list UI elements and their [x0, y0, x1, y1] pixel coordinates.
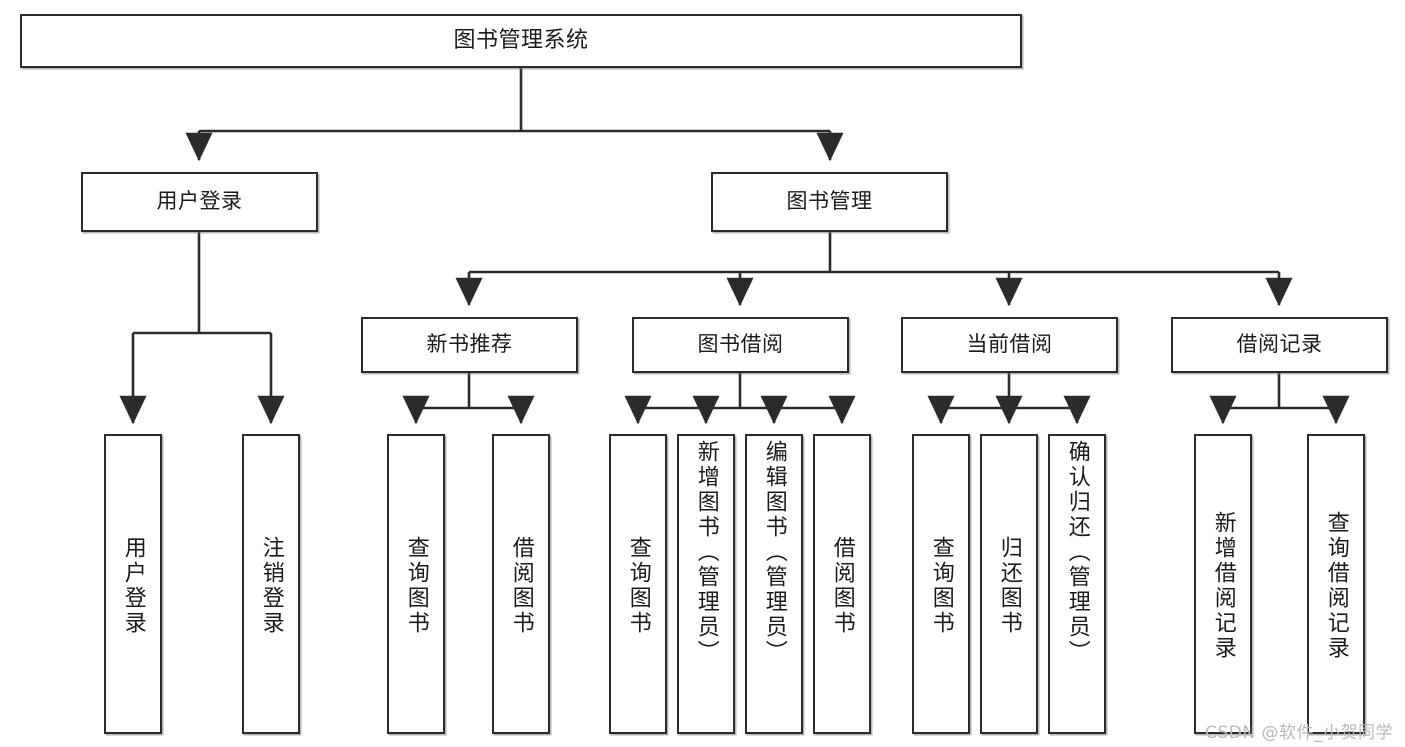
- leaf-label: 查询图书: [928, 536, 954, 636]
- leaf-label: 新增借阅记录: [1210, 511, 1236, 661]
- leaf-label: 借阅图书: [508, 536, 534, 636]
- leaf-edit-book-admin[interactable]: 编辑图书（管理员）: [745, 434, 803, 734]
- node-label: 图书管理系统: [453, 27, 589, 53]
- leaf-add-book-admin[interactable]: 新增图书（管理员）: [677, 434, 735, 734]
- node-book-borrow[interactable]: 图书借阅: [632, 317, 849, 373]
- leaf-label: 注销登录: [258, 536, 284, 636]
- node-label: 用户登录: [156, 189, 243, 214]
- leaf-label: 查询借阅记录: [1323, 511, 1349, 661]
- node-label: 新书推荐: [426, 332, 513, 357]
- leaf-borrow-book-recommend[interactable]: 借阅图书: [492, 434, 550, 734]
- watermark-text: CSDN @软件_小贺同学: [1205, 723, 1393, 743]
- node-label: 当前借阅: [966, 332, 1053, 357]
- leaf-logout[interactable]: 注销登录: [242, 434, 300, 734]
- node-book-management[interactable]: 图书管理: [711, 172, 948, 232]
- node-label: 图书管理: [786, 189, 873, 214]
- leaf-query-book-borrow[interactable]: 查询图书: [609, 434, 667, 734]
- leaf-user-login[interactable]: 用户登录: [104, 434, 162, 734]
- leaf-borrow-book[interactable]: 借阅图书: [813, 434, 871, 734]
- leaf-label: 新增图书（管理员）: [693, 440, 719, 665]
- leaf-label: 用户登录: [120, 536, 146, 636]
- leaf-add-borrow-record[interactable]: 新增借阅记录: [1194, 434, 1252, 734]
- node-root-system[interactable]: 图书管理系统: [20, 14, 1022, 68]
- leaf-confirm-return-admin[interactable]: 确认归还（管理员）: [1048, 434, 1106, 734]
- node-new-book-recommend[interactable]: 新书推荐: [361, 317, 578, 373]
- leaf-label: 借阅图书: [829, 536, 855, 636]
- node-label: 借阅记录: [1236, 332, 1323, 357]
- leaf-label: 查询图书: [403, 536, 429, 636]
- node-current-borrow[interactable]: 当前借阅: [901, 317, 1118, 373]
- node-borrow-record[interactable]: 借阅记录: [1171, 317, 1388, 373]
- leaf-query-book-current[interactable]: 查询图书: [912, 434, 970, 734]
- leaf-label: 确认归还（管理员）: [1064, 440, 1090, 665]
- node-user-login[interactable]: 用户登录: [81, 172, 318, 232]
- node-label: 图书借阅: [697, 332, 784, 357]
- leaf-label: 查询图书: [625, 536, 651, 636]
- leaf-query-borrow-record[interactable]: 查询借阅记录: [1307, 434, 1365, 734]
- leaf-label: 编辑图书（管理员）: [761, 440, 787, 665]
- leaf-query-book-recommend[interactable]: 查询图书: [387, 434, 445, 734]
- leaf-return-book[interactable]: 归还图书: [980, 434, 1038, 734]
- leaf-label: 归还图书: [996, 536, 1022, 636]
